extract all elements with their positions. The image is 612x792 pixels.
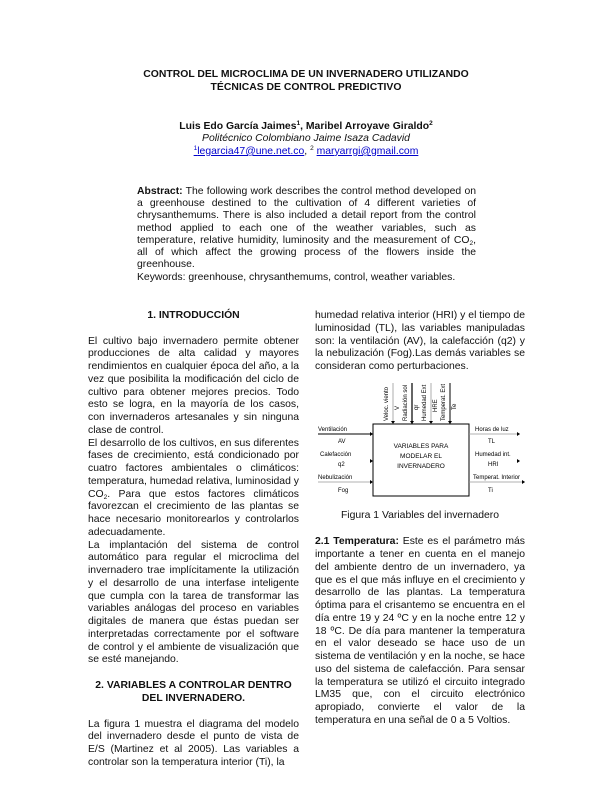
author-1-sup: 1	[296, 120, 301, 127]
abstract-co2-sub: 2	[469, 239, 474, 247]
intro-p2-text: El desarrollo de los cultivos, en sus di…	[88, 437, 299, 500]
output-temperature-label: Temperat. Interior	[473, 475, 520, 481]
top-input-wind: Veloc. viento V	[384, 382, 401, 424]
intro-paragraph-3: La implantación del sistema de control a…	[88, 539, 299, 666]
top-input-radiation-label: Radiación sol	[403, 385, 409, 421]
box-line-1: VARIABLES PARA	[394, 443, 449, 450]
left-input-fog: Nebulización Fog	[318, 475, 373, 494]
top-input-radiation: Radiación sol qr	[403, 382, 420, 424]
author-sep: ,	[300, 121, 306, 132]
output-humidity: Humedad int. HRI	[475, 452, 520, 468]
title-line-1: CONTROL DEL MICROCLIMA DE UN INVERNADERO…	[143, 69, 469, 80]
email-1: legarcia47@une.net.co	[197, 145, 305, 157]
top-input-wind-label: Veloc. viento	[384, 386, 390, 421]
intro-paragraph-2: El desarrollo de los cultivos, en sus di…	[88, 438, 299, 540]
paper-title: CONTROL DEL MICROCLIMA DE UN INVERNADERO…	[100, 69, 512, 94]
top-input-humidity: Humedad Ext HRE	[422, 382, 439, 424]
affiliation: Politécnico Colombiano Jaime Isaza Cadav…	[100, 133, 512, 145]
left-input-heating-label: Calefacción	[320, 452, 351, 458]
left-input-ventilation-symbol: AV	[338, 439, 346, 445]
abstract-text: The following work describes the control…	[137, 186, 476, 246]
author-1: Luis Edo García Jaimes	[179, 121, 297, 132]
box-line-3: INVERNADERO	[397, 463, 445, 470]
email-sep: ,	[304, 145, 311, 157]
left-input-heating-symbol: q2	[338, 462, 345, 468]
top-input-humidity-symbol: HRE	[433, 399, 439, 412]
top-input-temperature: Temperat. Ext Te	[441, 382, 458, 424]
email-link-1[interactable]: 1legarcia47@une.net.co	[193, 144, 305, 157]
left-input-fog-symbol: Fog	[338, 488, 348, 494]
section-2-heading: 2. VARIABLES A CONTROLAR DENTRO DEL INVE…	[88, 680, 299, 705]
intro-p2-text-end: . Para que estos factores climáticos fav…	[88, 488, 299, 538]
output-humidity-symbol: HRI	[488, 462, 499, 468]
section-2-paragraph-1: La figura 1 muestra el diagrama del mode…	[88, 718, 299, 768]
top-input-temperature-symbol: Te	[452, 403, 458, 410]
output-humidity-label: Humedad int.	[475, 452, 511, 458]
left-input-heating: Calefacción q2	[320, 452, 373, 468]
author-block: Luis Edo García Jaimes1, Maribel Arroyav…	[100, 120, 512, 158]
title-line-2: TÉCNICAS DE CONTROL PREDICTIVO	[210, 81, 402, 93]
abstract-text-end: , all of which affect the growing proces…	[137, 234, 476, 271]
top-input-humidity-label: Humedad Ext	[422, 384, 428, 421]
output-light-hours: Horas de luz TL	[469, 427, 520, 445]
output-light-hours-symbol: TL	[488, 439, 496, 445]
top-input-temperature-label: Temperat. Ext	[441, 383, 447, 420]
section-2-1-text: Este es el parámetro más importante a te…	[315, 536, 525, 726]
right-column: humedad relativa interior (HRI) y el tie…	[315, 310, 525, 728]
email-link-2[interactable]: maryarrgi@gmail.com	[316, 145, 419, 157]
model-box	[372, 423, 470, 497]
left-input-ventilation: Ventilación AV	[318, 427, 373, 445]
top-input-radiation-symbol: qr	[414, 404, 420, 409]
abstract-label: Abstract:	[137, 186, 183, 197]
author-2-sup: 2	[429, 120, 433, 127]
left-column: 1. INTRODUCCIÓN El cultivo bajo invernad…	[88, 310, 299, 770]
top-input-wind-symbol: V	[395, 406, 401, 410]
section-2-1-paragraph: 2.1 Temperatura: Este es el parámetro má…	[315, 536, 525, 727]
section-2-paragraph-1-continued: humedad relativa interior (HRI) y el tie…	[315, 310, 525, 372]
affiliation-text: Politécnico Colombiano Jaime Isaza Cadav…	[202, 133, 410, 145]
intro-paragraph-1: El cultivo bajo invernadero permite obte…	[88, 335, 299, 436]
section-2-heading-line-2: DEL INVERNADERO.	[141, 692, 246, 704]
figure-1-diagram: VARIABLES PARA MODELAR EL INVERNADERO Ve…	[318, 382, 525, 497]
author-names: Luis Edo García Jaimes1, Maribel Arroyav…	[100, 120, 512, 133]
section-1-heading: 1. INTRODUCCIÓN	[147, 310, 240, 321]
box-line-2: MODELAR EL	[400, 453, 442, 460]
output-temperature: Temperat. Interior Ti	[469, 475, 525, 494]
intro-p2-sub: 2	[103, 493, 108, 501]
output-light-hours-label: Horas de luz	[475, 427, 509, 433]
output-temperature-symbol: Ti	[488, 488, 493, 494]
section-2-heading-line-1: 2. VARIABLES A CONTROLAR DENTRO	[95, 680, 292, 692]
email-2-sup: 2	[310, 144, 314, 152]
section-1-body: El cultivo bajo invernadero permite obte…	[88, 336, 299, 668]
left-input-ventilation-label: Ventilación	[318, 427, 347, 433]
figure-1-caption: Figura 1 Variables del invernadero	[340, 509, 500, 521]
email-1-sup: 1	[193, 144, 198, 152]
section-2-1-heading: 2.1 Temperatura:	[315, 536, 399, 548]
author-2: Maribel Arroyave Giraldo	[305, 121, 430, 132]
keywords: Keywords: greenhouse, chrysanthemums, co…	[137, 272, 456, 283]
abstract: Abstract: The following work describes t…	[137, 186, 476, 271]
emails: 1legarcia47@une.net.co, 2 maryarrgi@gmai…	[100, 144, 512, 158]
left-input-fog-label: Nebulización	[318, 475, 352, 481]
